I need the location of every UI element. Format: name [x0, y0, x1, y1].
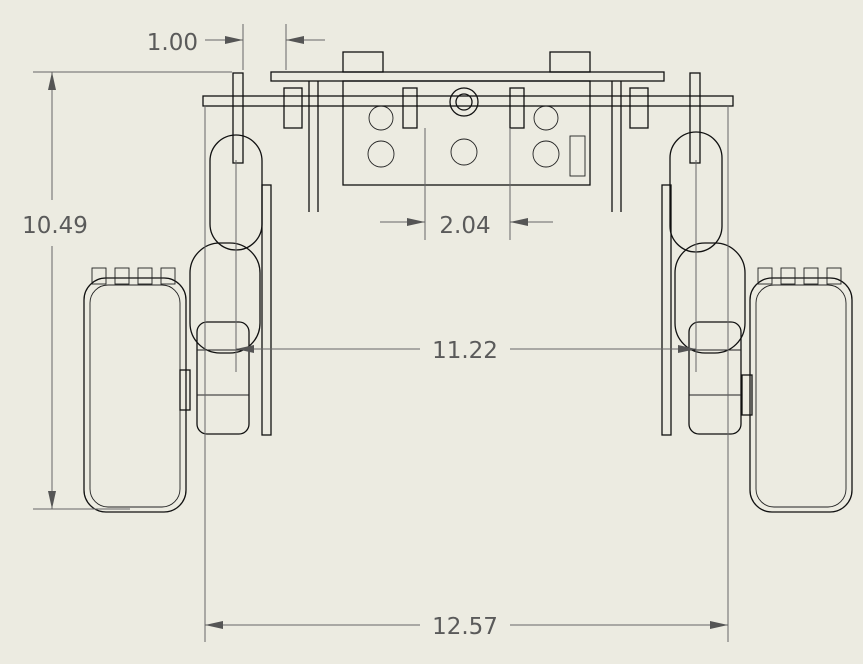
robot-chassis	[202, 51, 734, 212]
right-leg	[661, 72, 746, 436]
electronics-box	[342, 80, 591, 186]
top-box-right	[549, 51, 591, 73]
top-box-left	[342, 51, 384, 73]
dimension-center-span: 11.22	[235, 160, 697, 372]
left-wheel	[83, 267, 191, 513]
left-lower-link	[189, 242, 261, 354]
dimension-text-top-gap: 1.00	[147, 30, 198, 56]
motor-hub	[449, 87, 479, 117]
dimension-top-gap: 1.00	[147, 24, 325, 70]
dimension-text-overall-width: 12.57	[432, 614, 498, 640]
left-leg	[189, 72, 272, 436]
right-lower-link	[674, 242, 746, 354]
dimension-inner-gap: 2.04	[380, 128, 553, 240]
dimension-text-center-span: 11.22	[432, 338, 498, 364]
dimension-height: 10.49	[22, 71, 232, 510]
top-plate	[270, 71, 665, 82]
dimension-overall-width: 12.57	[204, 105, 729, 642]
right-motor-block	[688, 321, 742, 435]
left-motor-block	[196, 321, 250, 435]
axle-rod	[202, 95, 734, 107]
dimension-text-height: 10.49	[22, 213, 88, 239]
right-wheel	[741, 267, 853, 513]
dimension-text-inner-gap: 2.04	[439, 213, 490, 239]
